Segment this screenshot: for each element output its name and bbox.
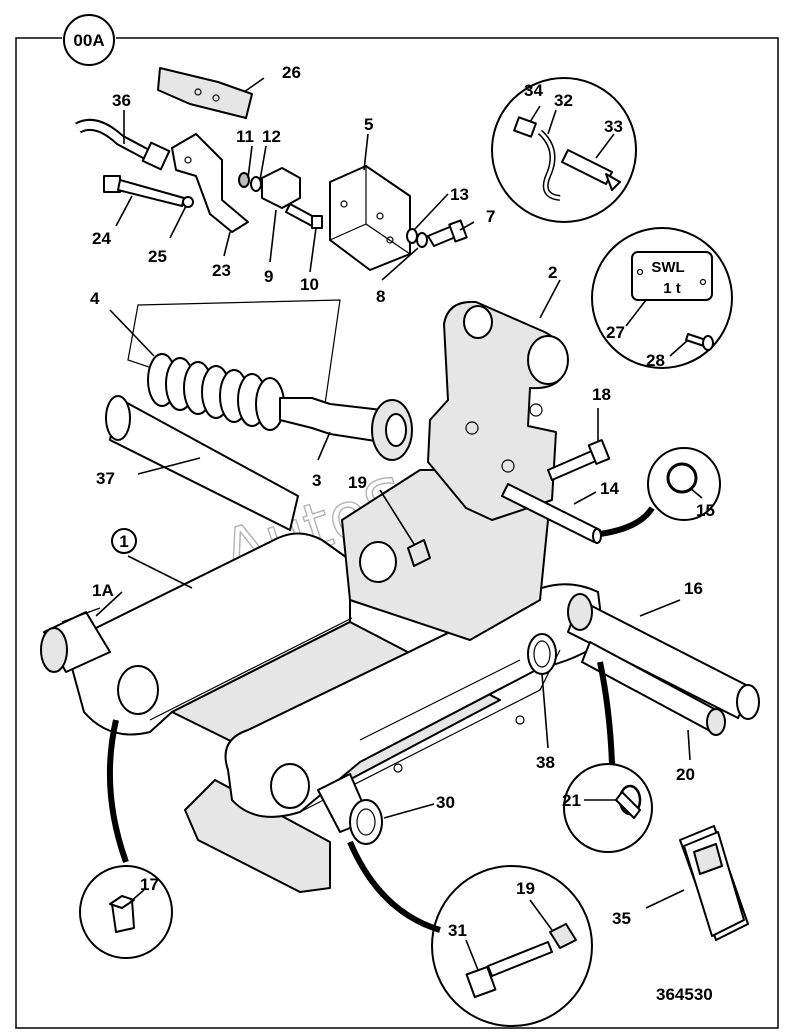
block-5	[329, 165, 411, 271]
circlip-15	[666, 462, 698, 494]
label-31: 31	[448, 921, 467, 940]
label-10: 10	[300, 275, 319, 294]
washer-8	[416, 232, 428, 248]
label-25: 25	[148, 247, 167, 266]
manual-35	[679, 825, 749, 941]
frame-foot	[184, 779, 331, 893]
part-labels: 26 36 5 11 12 13 7 24 25 23 9 10 8 2 4 3…	[90, 63, 715, 940]
label-12: 12	[262, 127, 281, 146]
nut-19-detail	[549, 923, 577, 949]
bolt-18	[547, 439, 611, 481]
bolt-31	[465, 965, 497, 999]
bolt-33	[561, 149, 613, 185]
label-33: 33	[604, 117, 623, 136]
label-30: 30	[436, 793, 455, 812]
label-1a: 1A	[92, 581, 114, 600]
bracket-23	[171, 133, 249, 233]
label-38: 38	[536, 753, 555, 772]
grease-nipple-detail	[79, 865, 173, 959]
bolt-10	[285, 203, 323, 229]
label-23: 23	[212, 261, 231, 280]
cable-36	[75, 119, 171, 171]
swl-plate-detail: SWL 1 t	[591, 227, 733, 369]
label-36: 36	[112, 91, 131, 110]
label-16: 16	[684, 579, 703, 598]
plate-text-swl: SWL	[651, 259, 684, 276]
label-24: 24	[92, 229, 111, 248]
label-1: 1	[119, 532, 128, 551]
ring-38	[527, 633, 557, 675]
bolt-nut-detail	[431, 865, 593, 1027]
label-17: 17	[140, 875, 159, 894]
shackle-detail	[491, 77, 637, 223]
label-1-circle	[111, 528, 137, 554]
label-18: 18	[592, 385, 611, 404]
pin-16	[567, 593, 760, 720]
washer-12	[250, 176, 262, 192]
label-3: 3	[312, 471, 321, 490]
connector-17	[106, 719, 129, 864]
switch-9	[261, 167, 301, 209]
screw-28	[685, 333, 714, 351]
rod-3	[279, 397, 413, 461]
label-20: 20	[676, 765, 695, 784]
bolt-7	[427, 219, 468, 247]
leader-lines	[95, 77, 703, 971]
label-9: 9	[264, 267, 273, 286]
washer-25	[182, 196, 194, 208]
nut-19	[407, 539, 431, 567]
label-19-main: 19	[348, 473, 367, 492]
label-35: 35	[612, 909, 631, 928]
spring-4	[127, 299, 341, 431]
drawing-number: 364530	[656, 985, 713, 1004]
washer-13	[406, 228, 418, 244]
connector-21	[597, 661, 615, 765]
label-4: 4	[90, 289, 100, 308]
left-arm-bore	[117, 665, 159, 715]
label-21: 21	[562, 791, 581, 810]
label-15: 15	[696, 501, 715, 520]
label-5: 5	[364, 115, 373, 134]
bolt-24	[103, 175, 185, 207]
label-8: 8	[376, 287, 385, 306]
label-28: 28	[646, 351, 665, 370]
page-code: 00A	[73, 31, 104, 50]
frame: 00A	[15, 14, 779, 1029]
connector-15	[599, 506, 655, 537]
label-26: 26	[282, 63, 301, 82]
label-32: 32	[554, 91, 573, 110]
label-7: 7	[486, 207, 495, 226]
label-14: 14	[600, 479, 619, 498]
plate-26	[157, 67, 253, 119]
pin-1a	[40, 607, 111, 673]
bush-30	[317, 773, 383, 845]
pin-20	[581, 641, 726, 736]
hitch-bracket-2	[427, 300, 569, 521]
label-2: 2	[548, 263, 557, 282]
label-34: 34	[524, 81, 543, 100]
label-13: 13	[450, 185, 469, 204]
label-37: 37	[96, 469, 115, 488]
page-code-circle	[63, 14, 115, 66]
clip-detail	[563, 763, 653, 853]
label-11: 11	[236, 127, 254, 146]
plate-text-load: 1 t	[663, 280, 681, 297]
label-27: 27	[606, 323, 625, 342]
circlip-detail	[647, 447, 721, 521]
nut-11	[238, 172, 250, 188]
plate-27	[631, 251, 713, 301]
connector-31	[347, 840, 441, 933]
pin-37	[105, 395, 299, 531]
label-19-detail: 19	[516, 879, 535, 898]
